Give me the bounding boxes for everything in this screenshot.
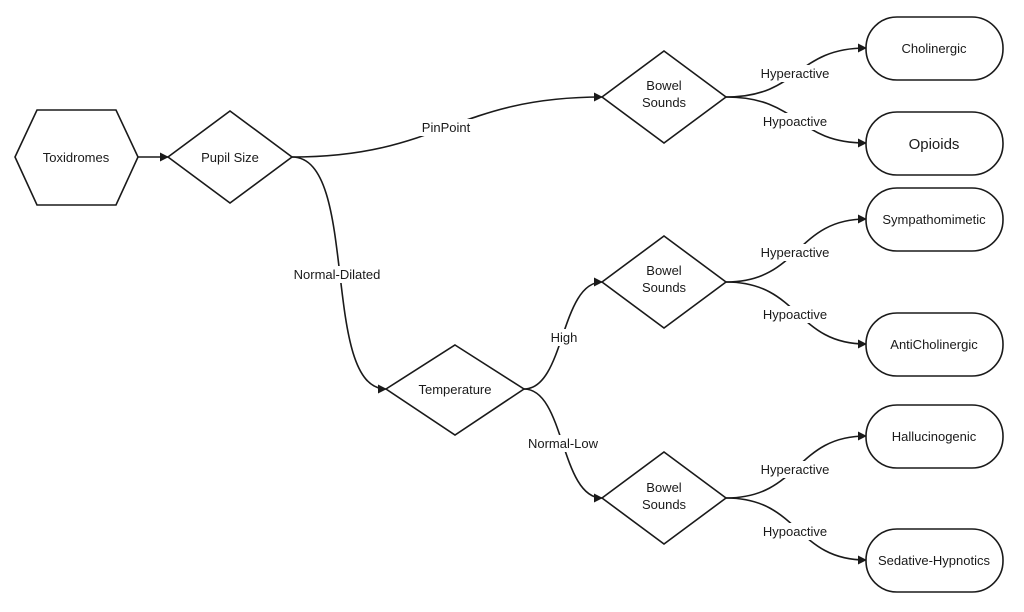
svg-text:Normal-Dilated: Normal-Dilated bbox=[294, 267, 381, 282]
label-pinpoint: PinPoint bbox=[418, 119, 474, 136]
svg-text:Pupil Size: Pupil Size bbox=[201, 150, 259, 165]
svg-text:Hallucinogenic: Hallucinogenic bbox=[892, 429, 977, 444]
svg-text:Hyperactive: Hyperactive bbox=[761, 66, 830, 81]
label-high: High bbox=[545, 329, 583, 346]
svg-text:Hyperactive: Hyperactive bbox=[761, 462, 830, 477]
svg-text:Hypoactive: Hypoactive bbox=[763, 307, 827, 322]
label-normal-low: Normal-Low bbox=[522, 435, 604, 452]
node-temperature: Temperature bbox=[384, 344, 526, 436]
svg-text:PinPoint: PinPoint bbox=[422, 120, 471, 135]
node-pupil-size: Pupil Size bbox=[166, 110, 294, 204]
svg-text:AntiCholinergic: AntiCholinergic bbox=[890, 337, 978, 352]
svg-text:Hypoactive: Hypoactive bbox=[763, 114, 827, 129]
svg-text:Hypoactive: Hypoactive bbox=[763, 524, 827, 539]
node-bowel-sounds-top: Bowel Sounds bbox=[600, 50, 728, 144]
label-hypoactive-bottom: Hypoactive bbox=[758, 523, 832, 540]
label-hypoactive-mid: Hypoactive bbox=[758, 306, 832, 323]
label-hyperactive-bottom: Hyperactive bbox=[755, 461, 835, 478]
svg-text:Sympathomimetic: Sympathomimetic bbox=[882, 212, 986, 227]
svg-text:Bowel: Bowel bbox=[646, 263, 682, 278]
label-hyperactive-mid: Hyperactive bbox=[755, 244, 835, 261]
svg-text:Bowel: Bowel bbox=[646, 480, 682, 495]
node-bowel-sounds-bottom: Bowel Sounds bbox=[600, 451, 728, 545]
svg-text:Sounds: Sounds bbox=[642, 497, 687, 512]
svg-text:Sedative-Hypnotics: Sedative-Hypnotics bbox=[878, 553, 990, 568]
svg-text:Sounds: Sounds bbox=[642, 280, 687, 295]
svg-text:Sounds: Sounds bbox=[642, 95, 687, 110]
svg-text:Temperature: Temperature bbox=[419, 382, 492, 397]
svg-text:Cholinergic: Cholinergic bbox=[901, 41, 967, 56]
svg-text:Normal-Low: Normal-Low bbox=[528, 436, 599, 451]
node-opioids: Opioids bbox=[865, 111, 1004, 176]
node-toxidromes: Toxidromes bbox=[14, 109, 139, 206]
node-sympathomimetic: Sympathomimetic bbox=[865, 187, 1004, 252]
node-hallucinogenic: Hallucinogenic bbox=[865, 404, 1004, 469]
label-normal-dilated: Normal-Dilated bbox=[288, 266, 386, 283]
label-hypoactive-top: Hypoactive bbox=[758, 113, 832, 130]
svg-text:Bowel: Bowel bbox=[646, 78, 682, 93]
node-bowel-sounds-mid: Bowel Sounds bbox=[600, 235, 728, 329]
node-cholinergic: Cholinergic bbox=[865, 16, 1004, 81]
label-hyperactive-top: Hyperactive bbox=[755, 65, 835, 82]
node-anticholinergic: AntiCholinergic bbox=[865, 312, 1004, 377]
svg-text:High: High bbox=[551, 330, 578, 345]
svg-text:Toxidromes: Toxidromes bbox=[43, 150, 110, 165]
node-sedative-hypnotics: Sedative-Hypnotics bbox=[865, 528, 1004, 593]
svg-text:Opioids: Opioids bbox=[909, 136, 960, 153]
svg-text:Hyperactive: Hyperactive bbox=[761, 245, 830, 260]
